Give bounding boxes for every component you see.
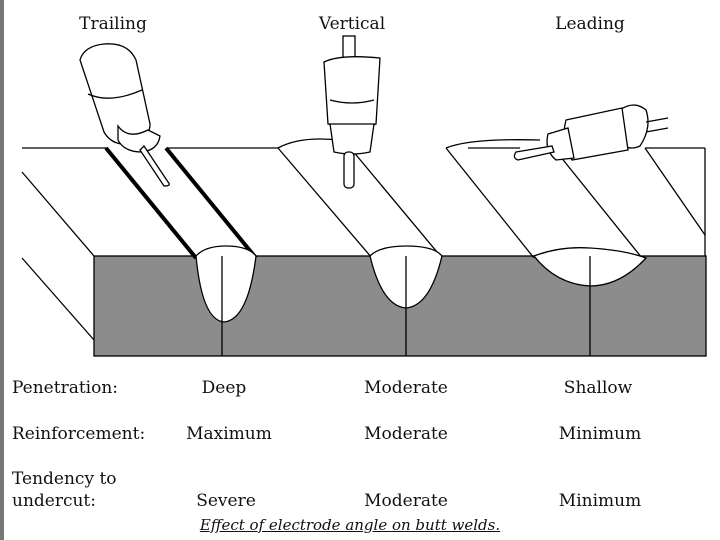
undercut-leading: Minimum xyxy=(558,491,642,511)
electrode-leading xyxy=(513,104,669,161)
weld-bead-vertical xyxy=(277,138,443,259)
reinforcement-vertical: Moderate xyxy=(364,424,448,444)
penetration-profile-deep xyxy=(195,245,257,356)
electrode-vertical xyxy=(323,35,381,189)
heading-leading: Leading xyxy=(555,14,625,34)
plate-top-surface xyxy=(21,147,706,341)
row-label-penetration: Penetration: xyxy=(12,378,119,398)
undercut-trailing: Severe xyxy=(196,491,256,511)
penetration-profile-moderate xyxy=(369,245,443,356)
electrode-trailing xyxy=(79,43,170,187)
penetration-leading: Shallow xyxy=(563,378,633,398)
undercut-vertical: Moderate xyxy=(364,491,448,511)
row-label-undercut-line2: undercut: xyxy=(12,491,96,511)
penetration-vertical: Moderate xyxy=(364,378,448,398)
figure-caption: Effect of electrode angle on butt welds. xyxy=(199,516,501,534)
row-label-undercut-line1: Tendency to xyxy=(12,469,117,489)
penetration-trailing: Deep xyxy=(201,378,247,398)
penetration-profile-shallow xyxy=(532,247,648,356)
heading-vertical: Vertical xyxy=(318,14,386,34)
row-label-reinforcement: Reinforcement: xyxy=(12,424,146,444)
heading-trailing: Trailing xyxy=(79,14,147,34)
reinforcement-trailing: Maximum xyxy=(186,424,272,444)
left-edge-bar xyxy=(0,0,4,540)
weld-bead-trailing xyxy=(104,146,258,260)
weld-bead-leading xyxy=(445,139,706,259)
reinforcement-leading: Minimum xyxy=(558,424,642,444)
